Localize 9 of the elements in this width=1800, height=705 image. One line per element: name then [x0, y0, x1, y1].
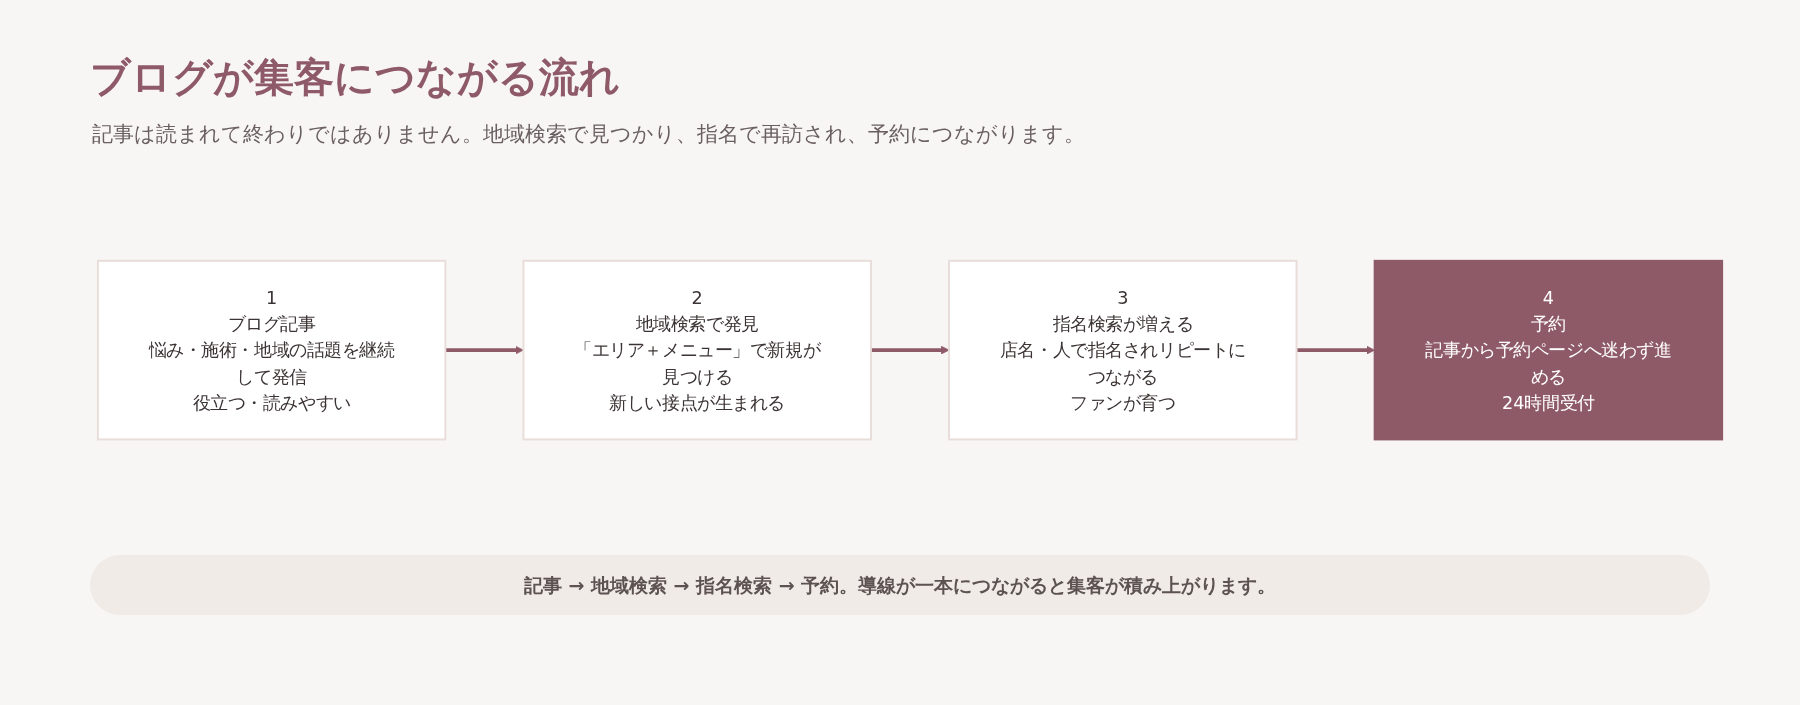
subtitle: 記事は読まれて終わりではありません。地域検索で見つかり、指名で再訪され、予約につながります。 [92, 121, 1085, 148]
node-box: 2 地域検索で発見 「エリア＋メニュー」で新規が見つける 新しい接点が生まれる [522, 259, 872, 441]
node-box: 3 指名検索が増える 店名・人で指名されリピートにつながる ファンが育つ [948, 259, 1298, 441]
arrow [870, 345, 950, 355]
summary-banner: 記事 → 地域検索 → 指名検索 → 予約。導線が一本につながると集客が積み上がります。 [90, 555, 1710, 615]
arrow [445, 345, 524, 355]
node-box: 1 ブログ記事 悩み・施術・地域の話題を継続して発信 役立つ・読みやすい [96, 259, 447, 441]
title: ブログが集客につながる流れ [90, 52, 620, 102]
node-box: 4 予約 記事から予約ページへ迷わず進める 24時間受付 [1373, 259, 1724, 441]
